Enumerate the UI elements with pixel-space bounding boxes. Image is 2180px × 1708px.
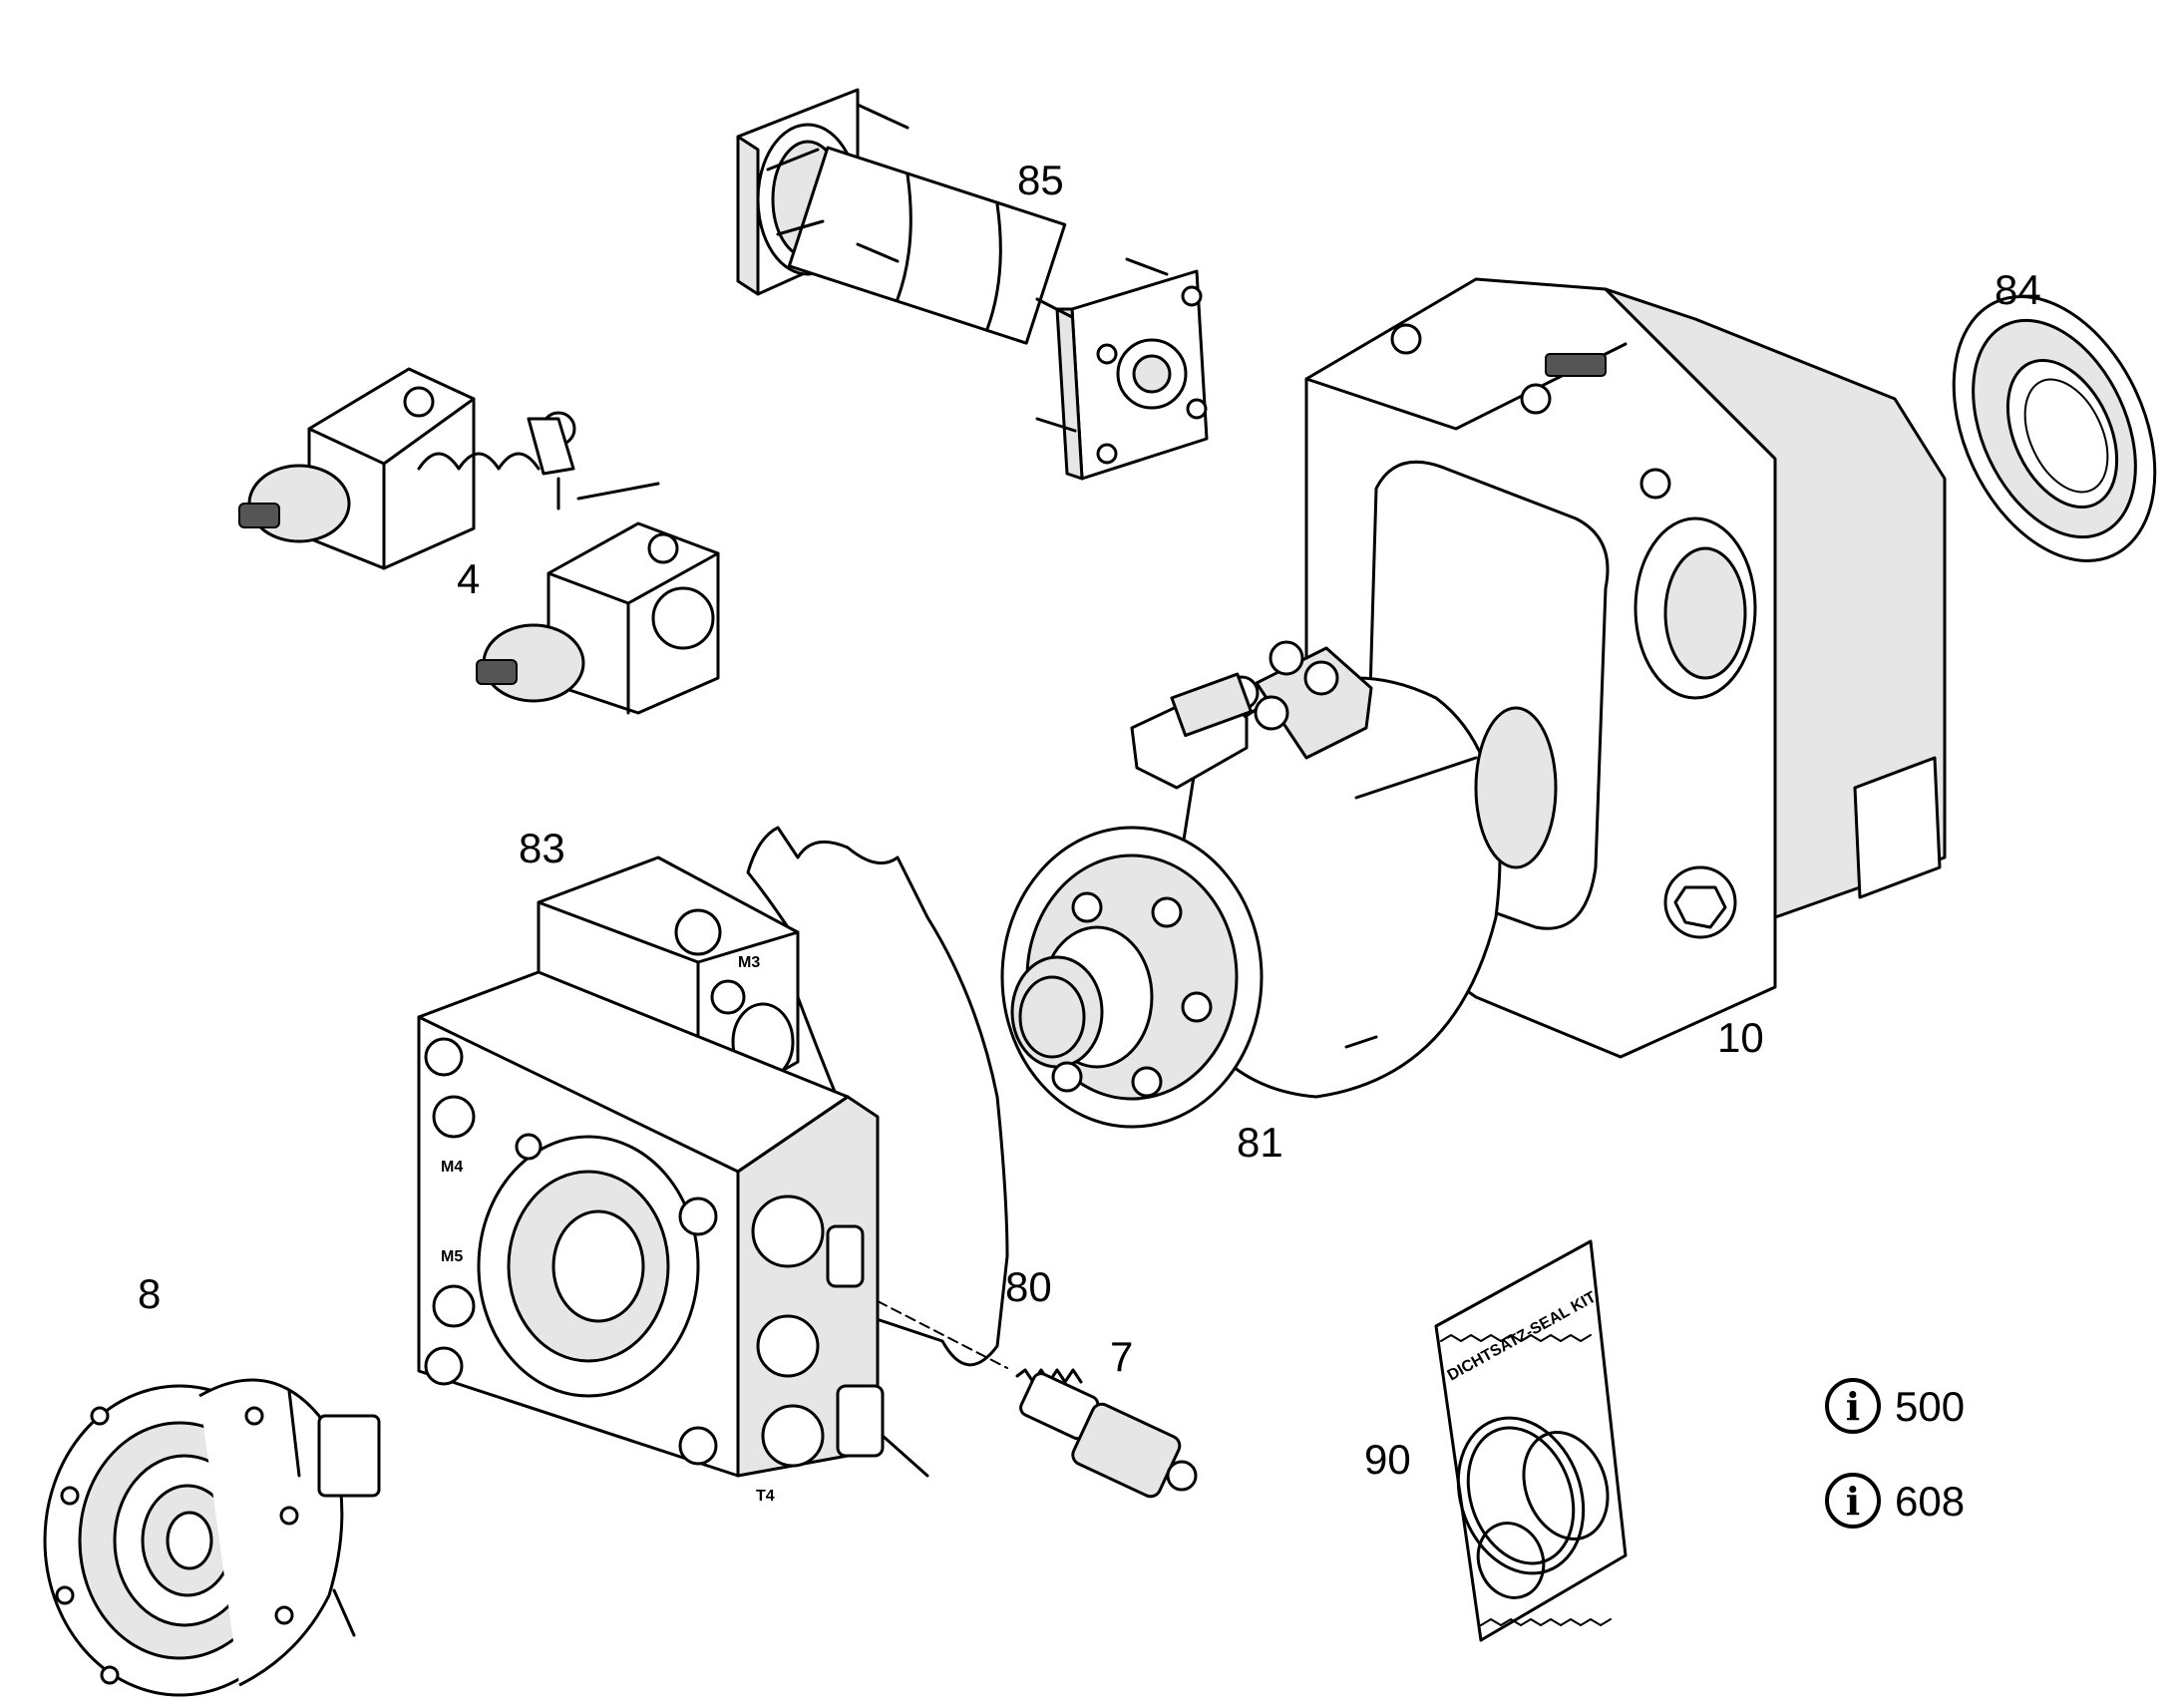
part-8-front-flange	[43, 1378, 381, 1697]
part-81-rotating-group	[1000, 640, 1558, 1129]
callout-80: 80	[1005, 1263, 1052, 1310]
port-mark-t4: T4	[756, 1488, 775, 1505]
info-reference-608: i 608	[1825, 1473, 1965, 1529]
callout-83: 83	[519, 825, 565, 871]
callout-7: 7	[1110, 1333, 1133, 1380]
port-mark-m3: M3	[738, 954, 760, 971]
callout-81: 81	[1237, 1119, 1283, 1166]
info-icon	[1825, 1378, 1881, 1434]
part-7-cartridge-valve	[1015, 1368, 1198, 1499]
callout-4: 4	[457, 555, 480, 602]
info-icon	[1825, 1473, 1881, 1529]
info-icon-glyph: i	[1846, 1384, 1860, 1429]
part-85-shaft-assembly	[736, 88, 1209, 481]
info-icon-glyph: i	[1846, 1479, 1860, 1524]
part-4-control-valve	[238, 367, 720, 715]
callout-8: 8	[138, 1270, 161, 1317]
callout-84: 84	[1995, 266, 2041, 313]
info-reference-500: i 500	[1825, 1378, 1965, 1434]
part-90-seal-kit: DICHTSATZ-SEAL KIT	[1434, 1239, 1628, 1642]
part-84-shaft-seal	[1952, 295, 2157, 562]
callout-90: 90	[1364, 1436, 1411, 1483]
port-mark-m4: M4	[441, 1159, 463, 1176]
callout-85: 85	[1017, 157, 1064, 203]
port-mark-m5: M5	[441, 1248, 463, 1265]
part-80-gasket	[746, 826, 1009, 1369]
info-ref-text: 608	[1895, 1478, 1965, 1525]
info-ref-text: 500	[1895, 1383, 1965, 1430]
callout-10: 10	[1717, 1014, 1764, 1061]
part-83-port-plate: M4 M5 T4 M3	[417, 855, 929, 1505]
